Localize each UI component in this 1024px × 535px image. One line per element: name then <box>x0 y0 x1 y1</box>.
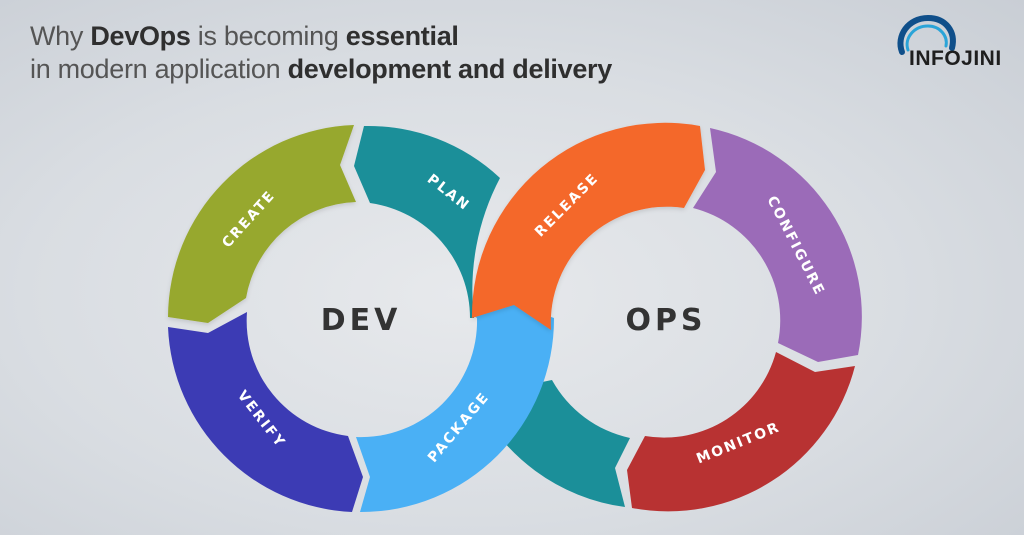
dev-segment-verify[interactable] <box>168 312 363 512</box>
ops-hub-label: OPS <box>625 303 706 338</box>
title-emphasis-devops: DevOps <box>90 21 191 51</box>
page-title: Why DevOps is becoming essential in mode… <box>30 20 612 86</box>
dev-segment-plan[interactable] <box>354 125 500 318</box>
title-emphasis-essential: essential <box>345 21 459 51</box>
title-text: is becoming <box>190 21 346 51</box>
dev-hub-label: DEV <box>321 303 402 338</box>
title-line-1: Why DevOps is becoming essential <box>30 20 612 53</box>
title-line-2: in modern application development and de… <box>30 53 612 86</box>
ops-segment-configure[interactable] <box>693 128 862 362</box>
dev-segment-package[interactable] <box>356 304 555 513</box>
logo-text: INFOJINI <box>909 47 1002 70</box>
swirl-ring-icon <box>897 14 956 55</box>
dev-segment-create[interactable] <box>168 125 356 323</box>
ops-segment-release[interactable] <box>471 122 705 330</box>
title-emphasis-development: development and delivery <box>287 54 613 84</box>
infojini-logo <box>897 14 956 55</box>
title-text: in modern application <box>30 54 288 84</box>
ops-segment-monitor[interactable] <box>627 352 855 512</box>
title-text: Why <box>30 21 91 51</box>
